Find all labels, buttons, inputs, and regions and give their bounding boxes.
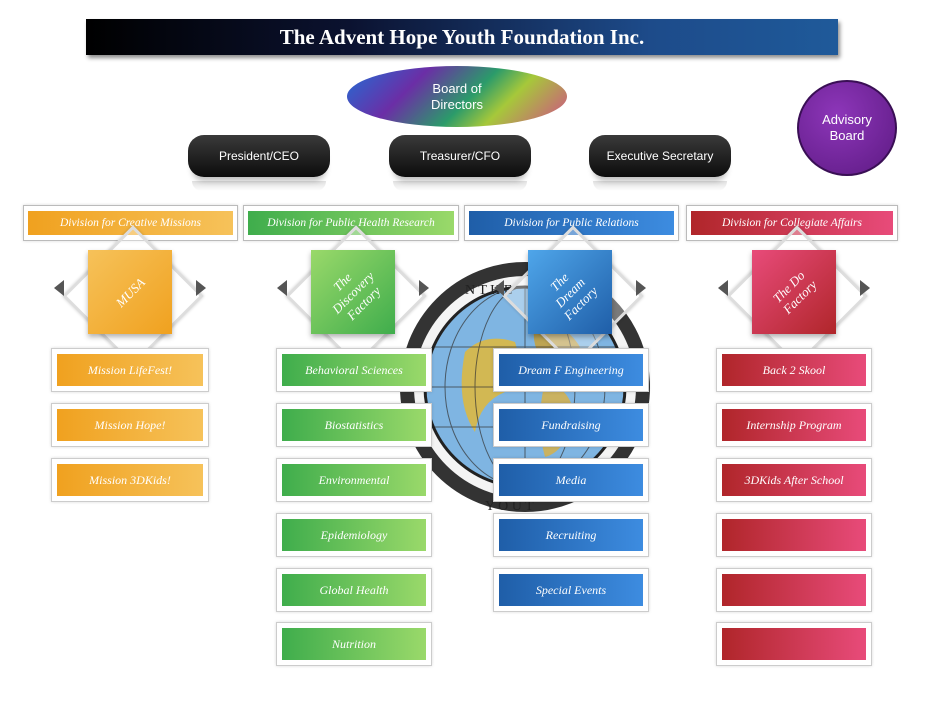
program-tile: MUSA: [88, 250, 172, 334]
item-label: [722, 574, 866, 606]
advisory-board-node: Advisory Board: [797, 80, 897, 176]
item-box: [716, 622, 872, 666]
division-creative-missions: Division for Creative Missions: [23, 205, 238, 241]
item-label: Back 2 Skool: [722, 354, 866, 386]
arrow-right-icon: [419, 280, 429, 296]
arrow-right-icon: [196, 280, 206, 296]
division-public-relations: Division for Public Relations: [464, 205, 679, 241]
item-label: [722, 628, 866, 660]
program-node-musa: MUSA: [50, 225, 210, 367]
item-box: 3DKids After School: [716, 458, 872, 502]
program-label: MUSA: [112, 274, 148, 310]
item-box: Recruiting: [493, 513, 649, 557]
program-node-discovery-factory: The Discovery Factory: [273, 225, 433, 367]
board-label: Board of Directors: [430, 80, 483, 112]
item-label: Recruiting: [499, 519, 643, 551]
item-box: [716, 513, 872, 557]
executive-node-secretary: Executive Secretary: [589, 135, 731, 191]
item-box: Internship Program: [716, 403, 872, 447]
item-box: Mission LifeFest!: [51, 348, 209, 392]
item-label: Mission LifeFest!: [57, 354, 203, 386]
item-label: Internship Program: [722, 409, 866, 441]
executive-node-treasurer: Treasurer/CFO: [389, 135, 531, 191]
item-box: Special Events: [493, 568, 649, 612]
executive-label: Executive Secretary: [606, 149, 714, 163]
title-bar: The Advent Hope Youth Foundation Inc.: [86, 19, 838, 55]
division-label: Division for Public Health Research: [248, 211, 454, 235]
executive-label: Treasurer/CFO: [419, 149, 501, 163]
executive-node-president: President/CEO: [188, 135, 330, 191]
program-label: The Do Factory: [769, 267, 820, 317]
item-box: Behavioral Sciences: [276, 348, 432, 392]
program-label: The Dream Factory: [547, 269, 601, 323]
item-label: [722, 519, 866, 551]
division-label: Division for Collegiate Affairs: [691, 211, 893, 235]
item-box: Nutrition: [276, 622, 432, 666]
program-label: The Discovery Factory: [329, 268, 384, 323]
program-node-dream-factory: The Dream Factory: [490, 225, 650, 367]
item-label: Dream F Engineering: [499, 354, 643, 386]
item-label: Media: [499, 464, 643, 496]
item-box: [716, 568, 872, 612]
division-collegiate-affairs: Division for Collegiate Affairs: [686, 205, 898, 241]
division-public-health-research: Division for Public Health Research: [243, 205, 459, 241]
executive-label: President/CEO: [218, 149, 300, 163]
item-label: Behavioral Sciences: [282, 354, 426, 386]
item-box: Mission 3DKids!: [51, 458, 209, 502]
item-label: Biostatistics: [282, 409, 426, 441]
arrow-right-icon: [636, 280, 646, 296]
arrow-left-icon: [54, 280, 64, 296]
item-label: Global Health: [282, 574, 426, 606]
item-box: Epidemiology: [276, 513, 432, 557]
program-tile: The Dream Factory: [528, 250, 612, 334]
item-box: Biostatistics: [276, 403, 432, 447]
item-box: Global Health: [276, 568, 432, 612]
emblem-text-bottom: Y O U T: [485, 499, 534, 512]
arrow-right-icon: [860, 280, 870, 296]
program-node-do-factory: The Do Factory: [714, 225, 874, 367]
item-label: Mission 3DKids!: [57, 464, 203, 496]
item-label: Environmental: [282, 464, 426, 496]
item-box: Fundraising: [493, 403, 649, 447]
item-label: 3DKids After School: [722, 464, 866, 496]
org-title: The Advent Hope Youth Foundation Inc.: [279, 24, 645, 49]
arrow-left-icon: [718, 280, 728, 296]
arrow-left-icon: [277, 280, 287, 296]
division-label: Division for Creative Missions: [28, 211, 233, 235]
board-of-directors-node: Board of Directors: [347, 66, 567, 127]
program-tile: The Discovery Factory: [311, 250, 395, 334]
item-box: Environmental: [276, 458, 432, 502]
program-tile: The Do Factory: [752, 250, 836, 334]
item-box: Dream F Engineering: [493, 348, 649, 392]
advisory-label: Advisory Board: [822, 112, 872, 143]
item-label: Mission Hope!: [57, 409, 203, 441]
arrow-left-icon: [494, 280, 504, 296]
item-box: Back 2 Skool: [716, 348, 872, 392]
item-box: Media: [493, 458, 649, 502]
item-box: Mission Hope!: [51, 403, 209, 447]
item-label: Epidemiology: [282, 519, 426, 551]
item-label: Special Events: [499, 574, 643, 606]
item-label: Fundraising: [499, 409, 643, 441]
item-label: Nutrition: [282, 628, 426, 660]
division-label: Division for Public Relations: [469, 211, 674, 235]
